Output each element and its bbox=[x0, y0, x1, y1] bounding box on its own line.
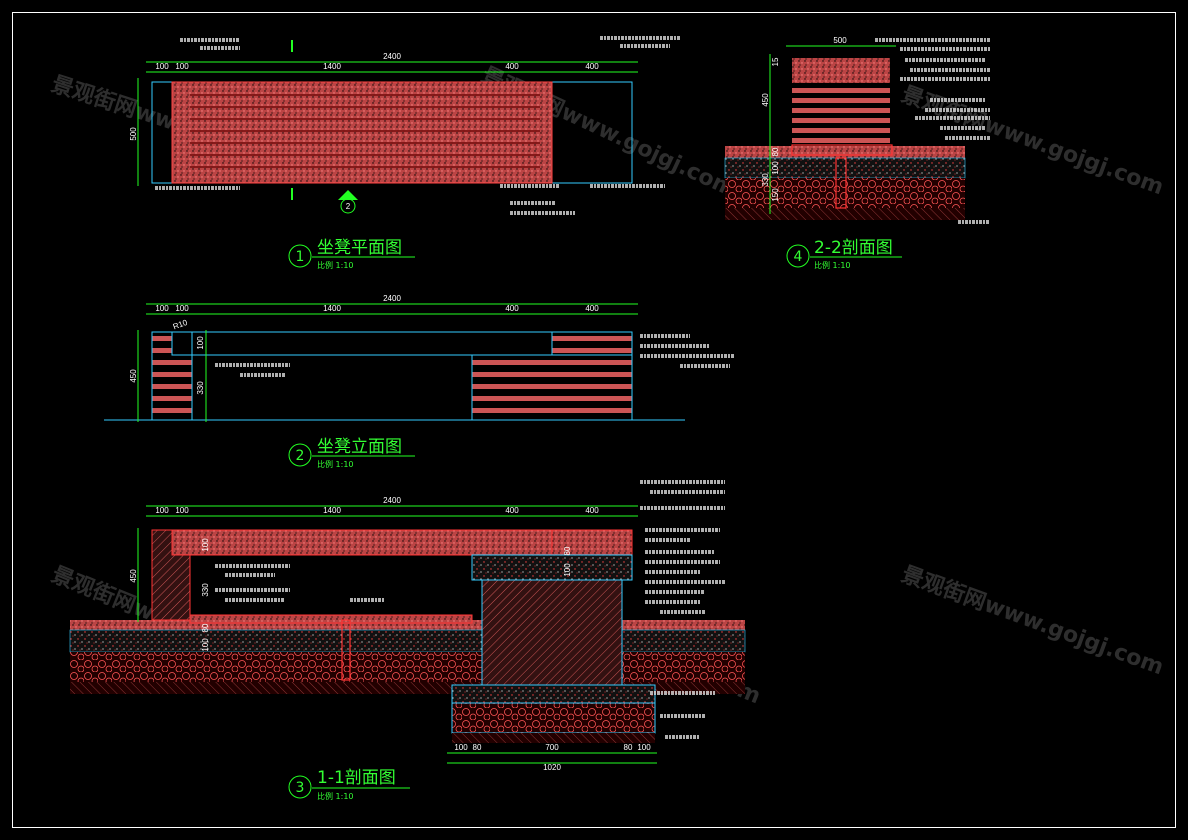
plan-view: 2400 100 100 1400 400 400 500 2 1 坐凳平面图 … bbox=[129, 36, 680, 270]
dim: 100 bbox=[201, 538, 210, 552]
drawing-frame bbox=[12, 12, 1176, 828]
dim: 400 bbox=[585, 304, 599, 313]
dim: 330 bbox=[196, 381, 205, 395]
elevation-view: 2400 100 100 1400 400 400 R10 450 100 33… bbox=[104, 294, 735, 469]
view-number: 2 bbox=[296, 448, 305, 464]
section-2-2-view: 500 450 15 80 100 150 330 4 2-2剖面图 比例 1:… bbox=[724, 36, 990, 270]
dim: 100 bbox=[175, 304, 189, 313]
view-number: 4 bbox=[794, 249, 803, 265]
dim: 330 bbox=[761, 173, 770, 187]
dim: 400 bbox=[505, 304, 519, 313]
dim: 80 bbox=[771, 147, 780, 156]
dim: 400 bbox=[585, 506, 599, 515]
dim: 100 bbox=[563, 563, 572, 577]
dim: 500 bbox=[833, 36, 847, 45]
view-number: 1 bbox=[296, 249, 305, 265]
dim: 100 bbox=[155, 506, 169, 515]
view-title: 坐凳立面图 bbox=[317, 437, 402, 457]
dim: 15 bbox=[771, 57, 780, 66]
dim: 100 bbox=[155, 304, 169, 313]
dim: 100 bbox=[637, 743, 651, 752]
dim: 400 bbox=[505, 506, 519, 515]
dim: 100 bbox=[454, 743, 468, 752]
dim-height: 500 bbox=[129, 127, 138, 141]
dim: 700 bbox=[545, 743, 559, 752]
dim: 80 bbox=[473, 743, 482, 752]
dim: 100 bbox=[155, 62, 169, 71]
dim: 450 bbox=[129, 369, 138, 383]
view-number: 3 bbox=[296, 780, 305, 796]
view-scale: 比例 1:10 bbox=[317, 260, 354, 270]
dim: 450 bbox=[129, 569, 138, 583]
dim: 100 bbox=[771, 161, 780, 175]
dim-radius: R10 bbox=[172, 318, 189, 332]
view-title: 坐凳平面图 bbox=[317, 238, 402, 258]
dim: 100 bbox=[175, 506, 189, 515]
dim: 80 bbox=[624, 743, 633, 752]
dim: 330 bbox=[201, 583, 210, 597]
dim: 1400 bbox=[323, 304, 341, 313]
dim: 450 bbox=[761, 93, 770, 107]
dim: 400 bbox=[585, 62, 599, 71]
dim: 100 bbox=[175, 62, 189, 71]
view-scale: 比例 1:10 bbox=[317, 459, 354, 469]
dim: 80 bbox=[563, 546, 572, 555]
dim: 80 bbox=[201, 623, 210, 632]
dim: 100 bbox=[201, 638, 210, 652]
dim: 1400 bbox=[323, 62, 341, 71]
dim-total: 2400 bbox=[383, 496, 401, 505]
view-title: 1-1剖面图 bbox=[317, 768, 396, 788]
dim-total: 2400 bbox=[383, 294, 401, 303]
view-scale: 比例 1:10 bbox=[814, 260, 851, 270]
dim: 100 bbox=[196, 336, 205, 350]
dim: 1400 bbox=[323, 506, 341, 515]
section-1-1-view: 2400 100 100 1400 400 400 450 100 330 80… bbox=[69, 480, 746, 801]
view-scale: 比例 1:10 bbox=[317, 791, 354, 801]
dim-total: 1020 bbox=[543, 763, 561, 772]
section-mark: 2 bbox=[346, 202, 351, 211]
view-title: 2-2剖面图 bbox=[814, 238, 893, 258]
watermark: 景观街网www.gojgj.com bbox=[898, 561, 1167, 680]
dim: 400 bbox=[505, 62, 519, 71]
dim-total: 2400 bbox=[383, 52, 401, 61]
dim: 150 bbox=[771, 188, 780, 202]
